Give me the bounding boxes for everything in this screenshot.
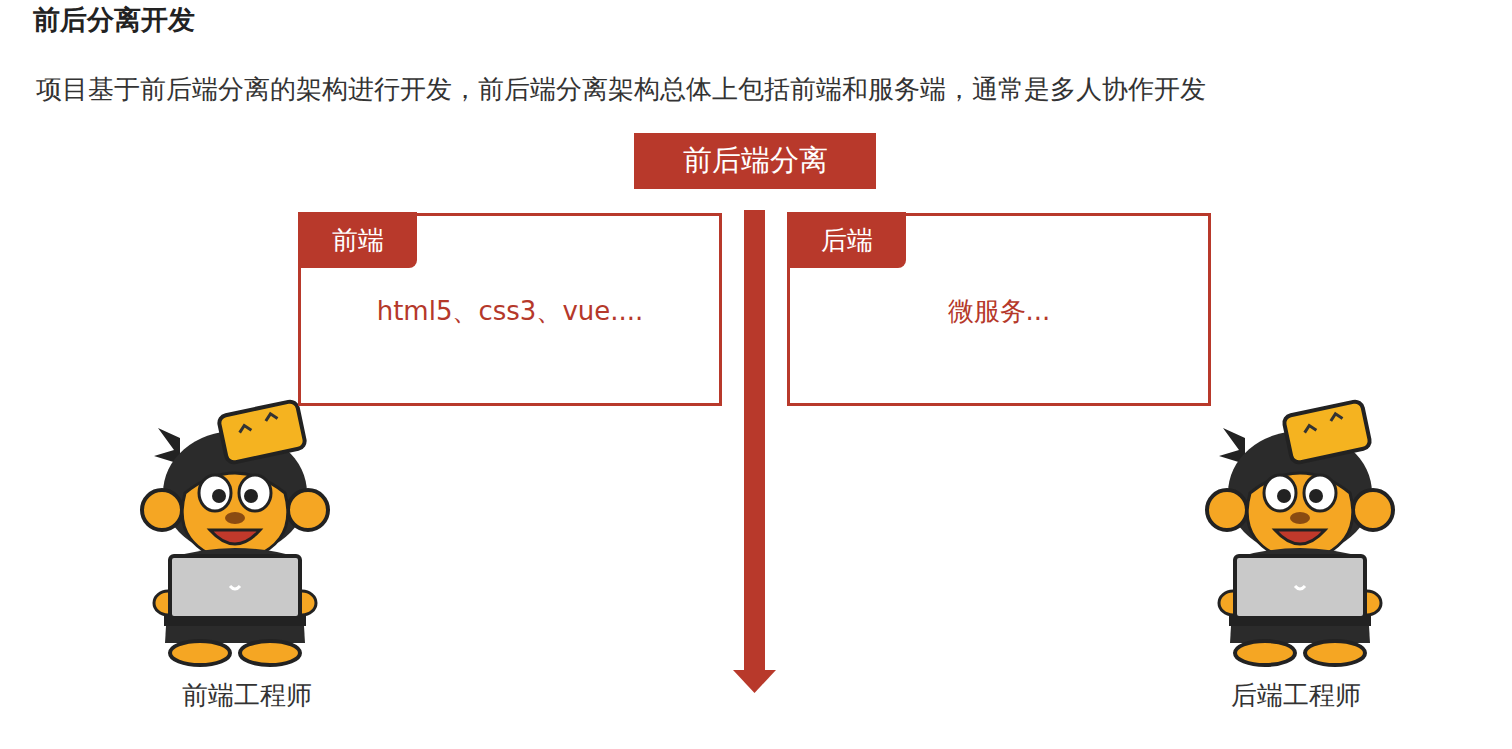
- engineer-label: 后端工程师: [1231, 678, 1361, 713]
- box-tab: 前端: [298, 212, 417, 268]
- backend-box: 后端微服务...: [787, 213, 1211, 406]
- box-heading: 后端: [821, 223, 873, 258]
- down-arrow-head: [733, 670, 776, 693]
- box-heading: 前端: [332, 223, 384, 258]
- backend-mascot: [1207, 400, 1393, 665]
- down-arrow-shaft: [744, 210, 765, 672]
- box-body: 微服务...: [790, 294, 1208, 329]
- box-tab: 后端: [787, 212, 906, 268]
- intro-text: 项目基于前后端分离的架构进行开发，前后端分离架构总体上包括前端和服务端，通常是多…: [36, 72, 1206, 107]
- frontend-mascot: [142, 400, 328, 665]
- engineer-label: 前端工程师: [182, 678, 312, 713]
- band-text: 前后端分离: [683, 141, 828, 181]
- box-body-text: 微服务...: [948, 296, 1051, 326]
- frontend-box: 前端 html5、css3、vue....: [298, 213, 722, 406]
- box-body-text: html5、css3、vue....: [377, 296, 644, 326]
- title-band: 前后端分离: [634, 133, 876, 189]
- page-title: 前后分离开发: [33, 2, 195, 38]
- box-body: html5、css3、vue....: [301, 294, 719, 329]
